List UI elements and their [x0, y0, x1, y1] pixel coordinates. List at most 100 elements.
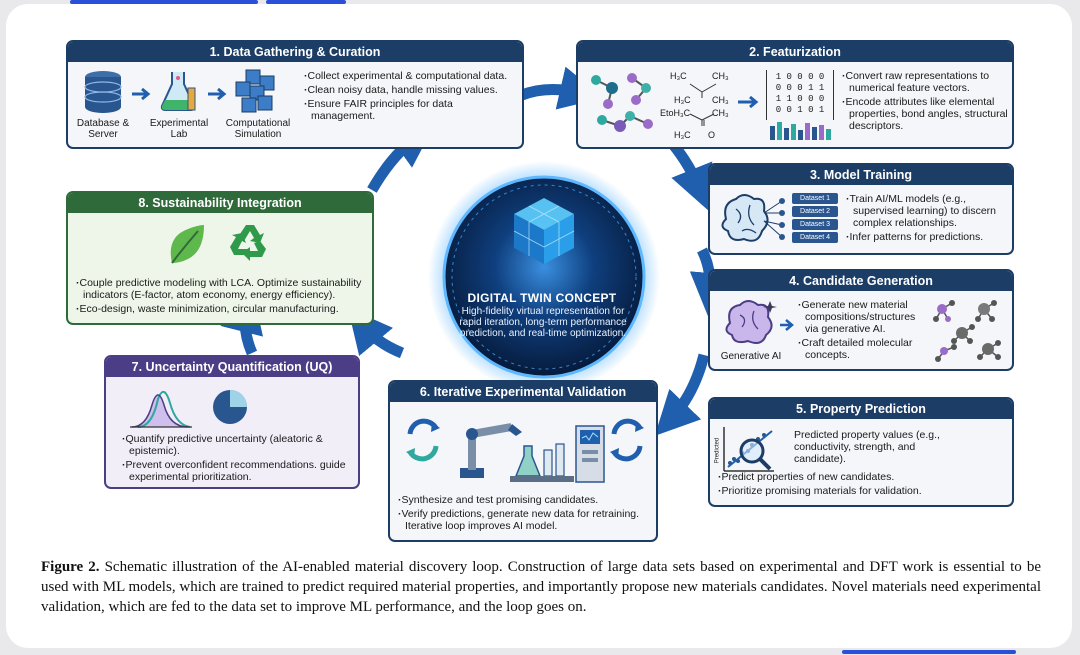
arrow-right-icon	[132, 88, 151, 100]
bullet: Eco-design, waste minimization, circular…	[76, 303, 366, 315]
simulation-cubes-icon	[235, 69, 275, 113]
chem-label: CH₃	[712, 108, 729, 118]
box-data-gathering: 1. Data Gathering & Curation Database & …	[66, 40, 524, 149]
leaf-icon	[170, 225, 204, 264]
box-title: 3. Model Training	[710, 165, 1012, 185]
label-simulation: Computational Simulation	[225, 118, 291, 140]
box-experimental-validation: 6. Iterative Experimental Validation	[388, 380, 658, 542]
molecule-graphs-icon	[591, 73, 653, 132]
twin-title: DIGITAL TWIN CONCEPT	[467, 291, 617, 305]
bullets: Predict properties of new candidates. Pr…	[718, 471, 1008, 499]
twin-core	[442, 175, 646, 379]
box-title: 4. Candidate Generation	[710, 271, 1012, 291]
prediction-main-text: Predicted property values (e.g., conduct…	[794, 429, 940, 465]
box-candidate-generation: 4. Candidate Generation Generative AI Ge…	[708, 269, 1014, 371]
chem-label: EtoH₃C	[660, 108, 691, 118]
bullet: Couple predictive modeling with LCA. Opt…	[76, 277, 366, 301]
prediction-chart-magnifier-icon	[723, 427, 774, 472]
lab-automation-icon	[406, 418, 644, 483]
bullet: Prevent overconfident recommendations. g…	[122, 459, 354, 483]
box-title: 5. Property Prediction	[710, 399, 1012, 419]
brain-network-icon	[721, 194, 785, 242]
box-title: 8. Sustainability Integration	[68, 193, 372, 213]
label-lab: Experimental Lab	[149, 118, 209, 140]
bullets: Convert raw representations to numerical…	[842, 70, 1008, 134]
bullets: Collect experimental & computational dat…	[304, 70, 516, 124]
arrow-6-to-7	[347, 308, 405, 359]
matrix-row: 0 0 1 0 1	[775, 105, 825, 115]
matrix-row: 1 1 0 0 0	[775, 94, 825, 104]
top-accent-bar-1	[70, 0, 258, 4]
bullet: Quantify predictive uncertainty (aleator…	[122, 433, 354, 457]
bottom-accent-bar	[842, 650, 1016, 654]
top-accent-bar-2	[266, 0, 346, 4]
cycle-arrows-and-core	[220, 66, 734, 436]
pie-chart-icon	[213, 390, 247, 424]
bullets: Quantify predictive uncertainty (aleator…	[122, 433, 354, 485]
caption-label: Figure 2.	[41, 559, 100, 575]
bullets: Train AI/ML models (e.g., supervised lea…	[846, 193, 1008, 245]
arrow-1-to-2	[519, 66, 604, 110]
feature-bars-icon	[770, 122, 831, 140]
arrow-4-to-5	[654, 353, 710, 436]
box-title: 1. Data Gathering & Curation	[68, 42, 522, 62]
figure-caption: Figure 2. Schematic illustration of the …	[41, 557, 1041, 617]
twin-cube-icon	[513, 198, 575, 264]
chem-label: CH₃	[712, 95, 729, 105]
twin-description: High-fidelity virtual representation for…	[459, 306, 627, 339]
distribution-curves-icon	[130, 391, 192, 428]
arrow-right-icon	[738, 96, 759, 108]
chem-label: O	[708, 130, 716, 140]
label-generative-ai: Generative AI	[720, 351, 782, 362]
chem-label: H₃C	[670, 71, 687, 81]
generative-brain-icon	[725, 300, 777, 344]
molecule-structures-icon	[933, 300, 1001, 362]
arrow-right-icon	[208, 88, 227, 100]
arrow-2-to-3	[667, 139, 713, 211]
bullet: Convert raw representations to numerical…	[842, 70, 1008, 94]
database-icon	[84, 71, 122, 113]
box-title: 2. Featurization	[578, 42, 1012, 62]
bullet: Clean noisy data, handle missing values.	[304, 84, 516, 96]
bullet: Collect experimental & computational dat…	[304, 70, 516, 82]
box-featurization: 2. Featurization H₃C CH₃ H₃C CH₃ EtoH₃C …	[576, 40, 1014, 149]
bullet: Ensure FAIR principles for data manageme…	[304, 98, 516, 122]
bullets: Couple predictive modeling with LCA. Opt…	[76, 277, 366, 317]
feature-matrix: 1 0 0 0 0 0 0 0 1 1 1 1 0 0 0 0 0 1 0 1	[766, 70, 834, 120]
bullet: Verify predictions, generate new data fo…	[398, 508, 650, 532]
bullet: Train AI/ML models (e.g., supervised lea…	[846, 193, 1008, 229]
box-model-training: 3. Model Training Dataset 1 Dataset 2 Da…	[708, 163, 1014, 255]
chem-label: CH₃	[712, 71, 729, 81]
matrix-row: 0 0 0 1 1	[775, 83, 825, 93]
bullet: Synthesize and test promising candidates…	[398, 494, 650, 506]
bullet: Prioritize promising materials for valid…	[718, 485, 1008, 497]
box-uncertainty: 7. Uncertainty Quantification (UQ) Quant…	[104, 355, 360, 489]
matrix-row: 1 0 0 0 0	[775, 72, 825, 82]
bullet: Generate new material compositions/struc…	[798, 299, 928, 335]
lab-flask-icon	[160, 72, 196, 111]
skeletal-bonds	[689, 83, 717, 126]
figure-diagram: DIGITAL TWIN CONCEPT High-fidelity virtu…	[22, 25, 1048, 545]
bullets: Generate new material compositions/struc…	[798, 299, 928, 363]
chem-label: H₃C	[674, 130, 691, 140]
bullet: Infer patterns for predictions.	[846, 231, 1008, 243]
dataset-card: Dataset 3	[792, 219, 838, 230]
bullet: Encode attributes like elemental propert…	[842, 96, 1008, 132]
axis-label-predicted: Predicted	[714, 437, 721, 464]
bullets: Synthesize and test promising candidates…	[398, 494, 650, 534]
dataset-stack: Dataset 1 Dataset 2 Dataset 3 Dataset 4	[792, 193, 838, 243]
arrow-right-icon	[780, 319, 794, 331]
dataset-card: Dataset 4	[792, 232, 838, 243]
caption-text: Schematic illustration of the AI-enabled…	[41, 559, 1041, 615]
box-title: 6. Iterative Experimental Validation	[390, 382, 656, 402]
label-database: Database & Server	[76, 118, 130, 140]
chem-label: H₃C	[674, 95, 691, 105]
bullet: Craft detailed molecular concepts.	[798, 337, 928, 361]
recycle-icon	[230, 225, 266, 261]
bullet: Predict properties of new candidates.	[718, 471, 1008, 483]
box-sustainability: 8. Sustainability Integration Couple pre…	[66, 191, 374, 325]
dataset-card: Dataset 2	[792, 206, 838, 217]
dataset-card: Dataset 1	[792, 193, 838, 204]
box-title: 7. Uncertainty Quantification (UQ)	[106, 357, 358, 377]
box-property-prediction: 5. Property Prediction Predicted Predict…	[708, 397, 1014, 507]
